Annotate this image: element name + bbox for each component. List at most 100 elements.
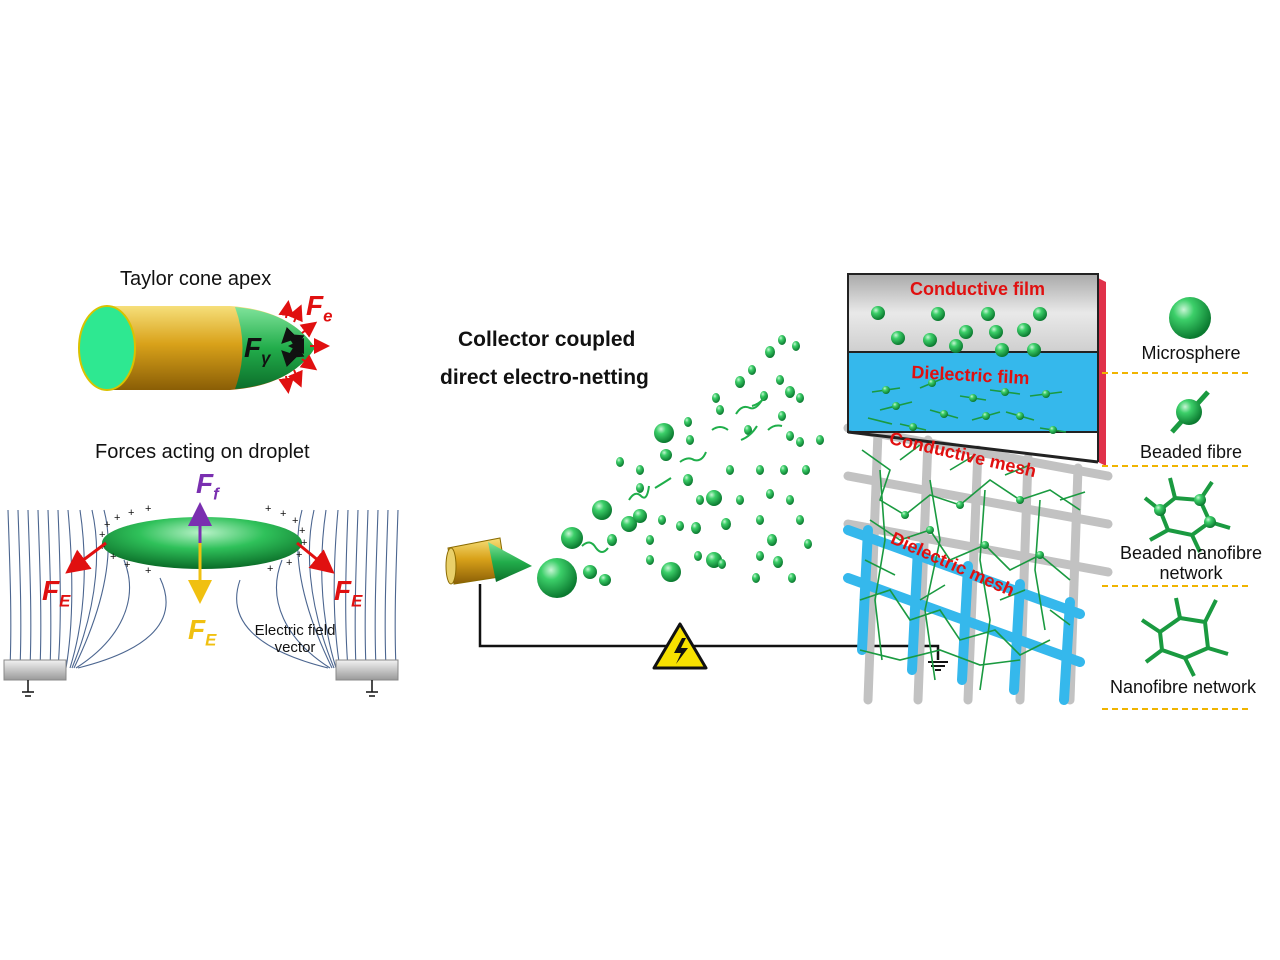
spray-droplet	[686, 435, 694, 445]
spray-droplet	[735, 376, 745, 388]
spray-droplet	[752, 573, 760, 583]
surface-tension-arrows	[281, 326, 305, 368]
spray-droplet	[716, 405, 724, 415]
spray-droplet	[696, 495, 704, 505]
taylor-cone-title: Taylor cone apex	[120, 268, 272, 290]
svg-text:+: +	[267, 563, 273, 575]
force-fgamma-label: Fγ	[244, 332, 271, 368]
force-fe-label: Fe	[306, 290, 333, 326]
force-fe-right-label: FE	[334, 575, 363, 611]
spray-droplet	[718, 559, 726, 569]
legend-beaded-fibre-icon	[1170, 390, 1210, 434]
svg-text:+: +	[301, 537, 307, 549]
spray-droplet	[736, 495, 744, 505]
force-ff-label: Ff	[196, 468, 219, 504]
spray-droplet	[616, 457, 624, 467]
legend-graphics	[1102, 297, 1252, 710]
spray-droplet	[744, 425, 752, 435]
legend-dividers	[1102, 372, 1252, 710]
spray-droplet	[691, 522, 701, 534]
electric-field-label: Electric field vector	[240, 622, 350, 656]
conductive-film-label: Conductive film	[910, 279, 1046, 299]
svg-text:+: +	[145, 503, 151, 515]
spray-droplet	[788, 573, 796, 583]
spray-droplet	[721, 518, 731, 530]
spray-droplet	[684, 417, 692, 427]
spray-droplet	[683, 474, 693, 486]
spray-droplet	[756, 465, 764, 475]
legend-beaded-fibre-label: Beaded fibre	[1139, 442, 1243, 462]
spray-droplet	[636, 465, 644, 475]
svg-text:+: +	[104, 519, 110, 531]
ground-symbol	[22, 680, 378, 697]
svg-text:+: +	[280, 508, 286, 520]
beaded-network-beads	[901, 496, 1044, 559]
spray-droplet	[756, 515, 764, 525]
spray-droplet	[816, 435, 824, 445]
spray-droplet	[766, 489, 774, 499]
spray-droplet	[646, 555, 654, 565]
legend-nanofibre-network-label: Nanofibre network	[1109, 677, 1257, 697]
legend-beaded-network-label: Beaded nanofibre network	[1106, 543, 1276, 583]
spray-droplet	[694, 551, 702, 561]
spray-droplet	[792, 341, 800, 351]
high-voltage-icon	[652, 622, 708, 670]
spray-droplet	[607, 534, 617, 546]
force-fe-down-label: FE	[188, 614, 217, 650]
spray-droplet	[726, 465, 734, 475]
legend-nanofibre-network-icon	[1140, 597, 1229, 677]
nanofibre-web	[859, 444, 1086, 691]
spray-droplet	[760, 391, 768, 401]
droplet-title: Forces acting on droplet	[95, 441, 310, 463]
process-title-line2: direct electro-netting	[440, 366, 649, 389]
film-microspheres	[871, 306, 1047, 357]
svg-text:+: +	[110, 551, 116, 563]
legend-microsphere-icon	[1169, 297, 1211, 339]
surface-charge-arrows	[278, 300, 330, 394]
process-title-line1: Collector coupled	[458, 328, 636, 351]
film-fibre-beads	[882, 379, 1057, 434]
spray-droplet	[773, 556, 783, 568]
spray-particles	[537, 335, 824, 598]
spray-droplet	[778, 335, 786, 345]
svg-text:+: +	[296, 549, 302, 561]
spray-droplet	[802, 465, 810, 475]
spray-droplet	[796, 437, 804, 447]
spray-droplet	[765, 346, 775, 358]
electric-field-label-line1: Electric field	[254, 622, 336, 639]
svg-text:+: +	[286, 557, 292, 569]
spray-droplet	[778, 411, 786, 421]
electric-field-lines	[7, 509, 399, 669]
taylor-cone-illustration	[78, 300, 330, 394]
spray-droplet	[796, 393, 804, 403]
microsphere-small	[607, 335, 824, 583]
legend-microsphere-label: Microsphere	[1141, 343, 1241, 363]
electric-field-label-line2: vector	[274, 639, 316, 656]
charge-marks: ++++ ++++ ++++ +++++	[99, 503, 307, 577]
legend-beaded-network-beads	[1154, 494, 1216, 528]
svg-text:+: +	[128, 507, 134, 519]
spray-droplet	[712, 393, 720, 403]
legend-beaded-network-line2: network	[1159, 563, 1223, 583]
svg-text:+: +	[299, 525, 305, 537]
force-fe-left-label: FE	[42, 575, 71, 611]
spray-droplet	[776, 375, 784, 385]
dielectric-mesh-grid	[843, 525, 1085, 705]
svg-text:+: +	[265, 503, 271, 515]
svg-text:+: +	[99, 529, 105, 541]
spray-droplet	[756, 551, 764, 561]
svg-text:+: +	[292, 515, 298, 527]
spray-droplet	[658, 515, 666, 525]
collector	[843, 273, 1113, 705]
spray-droplet	[780, 465, 788, 475]
spray-droplet	[636, 483, 644, 493]
microsphere-large	[537, 423, 722, 598]
ground-symbol	[928, 661, 948, 671]
svg-text:+: +	[145, 565, 151, 577]
spray-droplet	[646, 535, 654, 545]
svg-text:+: +	[114, 512, 120, 524]
spray-droplet	[748, 365, 756, 375]
spray-droplet	[786, 495, 794, 505]
legend-beaded-network-line1: Beaded nanofibre	[1119, 543, 1263, 563]
spray-droplet	[804, 539, 812, 549]
